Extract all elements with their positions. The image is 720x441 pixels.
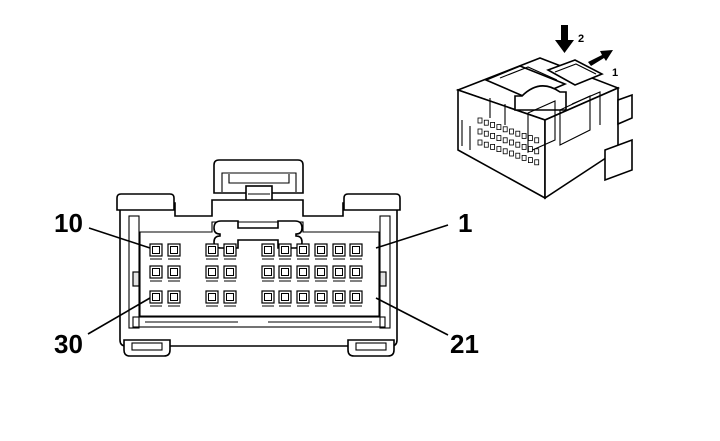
arrow-down-icon <box>555 25 574 53</box>
isometric-cavity <box>534 148 540 155</box>
connector-cavity <box>332 265 346 282</box>
connector-cavity <box>149 265 163 282</box>
pin-label-10: 10 <box>54 208 83 238</box>
connector-cavity <box>314 265 328 282</box>
isometric-cavity <box>515 141 521 148</box>
connector-cavity <box>205 243 219 260</box>
arrow-right-icon <box>588 50 613 66</box>
isometric-cavity <box>490 122 496 128</box>
connector-cavity <box>167 265 181 282</box>
connector-front-view <box>116 159 401 357</box>
connector-cavity <box>223 290 237 307</box>
isometric-cavity <box>521 143 527 150</box>
leader-lines <box>87 224 449 336</box>
isometric-cavity <box>483 141 489 148</box>
step-label-2: 2 <box>578 33 584 45</box>
connector-cavity <box>349 290 363 307</box>
isometric-cavity <box>521 132 527 139</box>
connector-cavity <box>314 243 328 260</box>
connector-cavity <box>261 290 275 307</box>
isometric-cavity <box>509 150 514 157</box>
cavity-grid <box>149 243 363 307</box>
connector-cavity <box>205 290 219 307</box>
isometric-cavity <box>515 152 521 159</box>
isometric-cavity <box>534 137 540 144</box>
connector-cavity <box>167 243 181 260</box>
connector-cavity <box>261 243 275 260</box>
connector-cavity <box>278 290 292 307</box>
isometric-cavity <box>496 135 502 142</box>
isometric-cavity <box>477 128 483 135</box>
isometric-cavity <box>521 154 527 161</box>
connector-cavity <box>349 243 363 260</box>
isometric-cavity <box>528 135 533 142</box>
isometric-cavity <box>490 132 496 139</box>
connector-cavity <box>149 290 163 307</box>
connector-cavity <box>261 265 275 282</box>
isometric-cavity <box>509 128 514 135</box>
pin-label-30: 30 <box>54 329 83 359</box>
connector-cavity <box>205 265 219 282</box>
pin-label-21: 21 <box>450 329 479 359</box>
isometric-cavity-grid <box>477 117 540 166</box>
step-label-1: 1 <box>612 67 618 79</box>
isometric-cavity <box>528 146 533 153</box>
connector-cavity <box>167 290 181 307</box>
connector-cavity <box>332 290 346 307</box>
connector-cavity <box>349 265 363 282</box>
connector-cavity <box>223 265 237 282</box>
isometric-cavity <box>490 143 496 150</box>
isometric-cavity <box>515 130 521 137</box>
isometric-cavity <box>477 117 483 124</box>
isometric-cavity <box>502 137 508 144</box>
connector-cavity <box>223 243 237 260</box>
isometric-cavity <box>477 139 483 146</box>
isometric-cavity <box>528 157 533 164</box>
connector-cavity <box>149 243 163 260</box>
isometric-cavity <box>502 126 508 133</box>
connector-cavity <box>296 243 310 260</box>
isometric-cavity <box>496 146 502 153</box>
connector-cavity <box>296 290 310 307</box>
connector-cavity <box>296 265 310 282</box>
isometric-cavity <box>483 119 489 126</box>
connector-cavity <box>314 290 328 307</box>
isometric-cavity <box>483 130 489 137</box>
connector-isometric-view <box>455 57 633 200</box>
connector-cavity <box>332 243 346 260</box>
pin-label-1: 1 <box>458 208 472 238</box>
isometric-cavity <box>502 148 508 155</box>
isometric-cavity <box>534 159 540 166</box>
connector-cavity <box>278 243 292 260</box>
connector-cavity <box>278 265 292 282</box>
isometric-cavity <box>509 139 514 146</box>
isometric-cavity <box>496 124 502 130</box>
